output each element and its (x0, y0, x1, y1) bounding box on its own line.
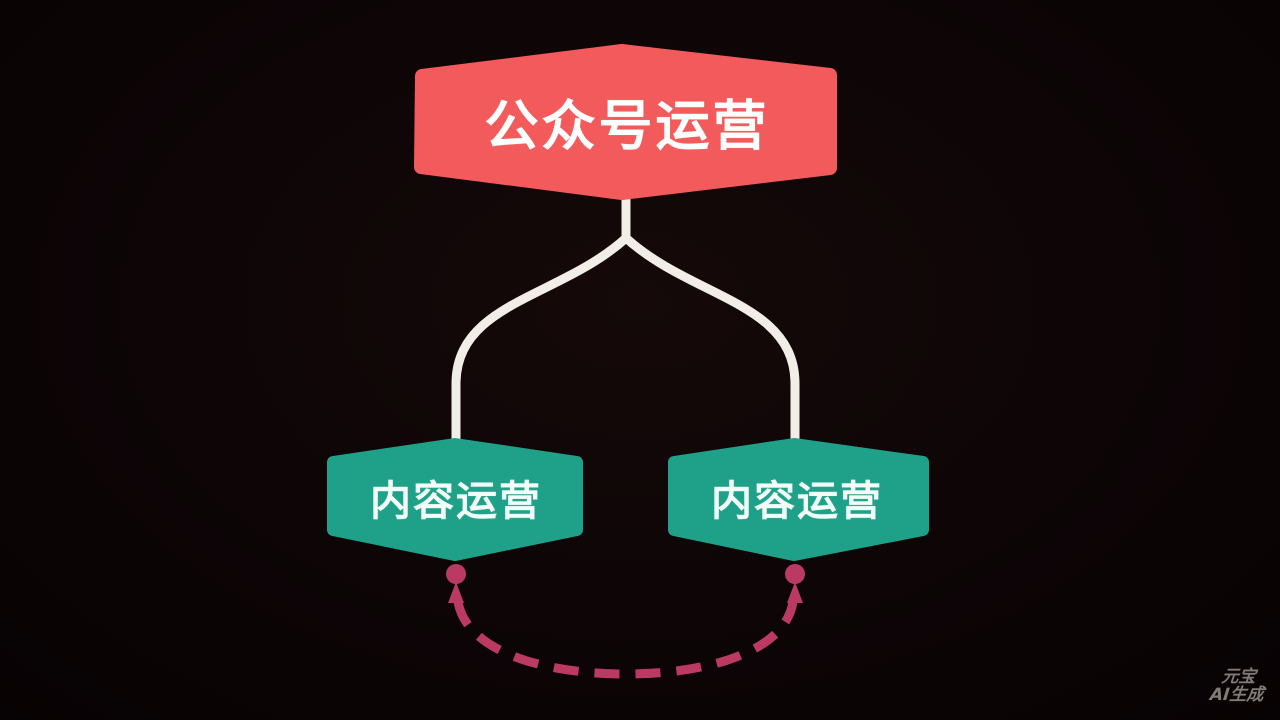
connector-branch-right (621, 233, 800, 453)
root-node-label: 公众号运营 (484, 94, 770, 158)
arrow-head-left (448, 582, 464, 603)
root-node-shape (414, 44, 837, 200)
arrow-endpoint-dot-left (446, 564, 466, 584)
child-node-right-shape (668, 438, 929, 561)
arrow-head-right (787, 582, 803, 603)
arrow-endpoint-dot-right (785, 564, 805, 584)
dashed-arrow-path (453, 600, 798, 679)
watermark: 元宝 AI生成 (1208, 667, 1266, 705)
watermark-line1: 元宝 (1220, 667, 1257, 687)
child-node-right-label: 内容运营 (711, 477, 883, 525)
child-node-left-shape (327, 438, 583, 561)
connector-branch-left (451, 233, 631, 453)
connector-tree (451, 185, 800, 453)
dashed-arrow (446, 564, 805, 679)
child-node-left-label: 内容运营 (370, 477, 542, 525)
watermark-line2: AI生成 (1208, 685, 1265, 705)
